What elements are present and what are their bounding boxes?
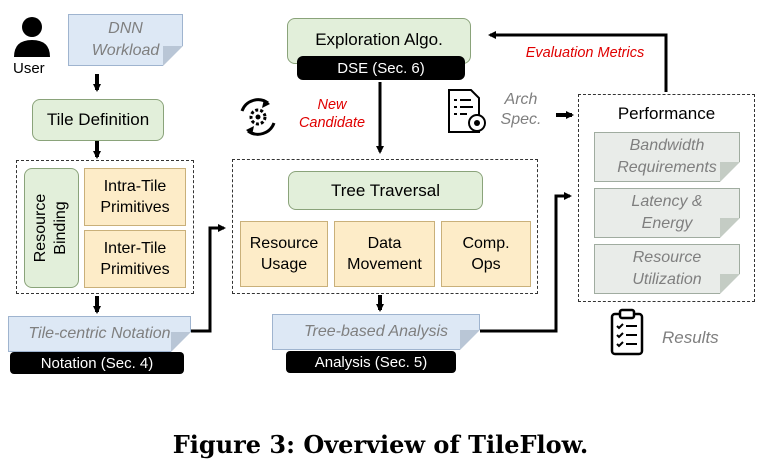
notation-section-badge: Notation (Sec. 4) bbox=[10, 352, 184, 374]
utilization-doc: Resource Utilization bbox=[594, 244, 740, 294]
analysis-section-badge: Analysis (Sec. 5) bbox=[286, 351, 456, 373]
new-candidate-label: New Candidate bbox=[298, 97, 366, 131]
resource-binding-box: Resource Binding bbox=[24, 168, 79, 288]
arrow-performance-to-exploration bbox=[488, 31, 668, 92]
results-label: Results bbox=[662, 328, 719, 347]
figure-caption: Figure 3: Overview of TileFlow. bbox=[172, 430, 589, 459]
user-label: User bbox=[13, 60, 45, 77]
exploration-algo-label: Exploration Algo. bbox=[315, 30, 443, 49]
tile-centric-notation-doc: Tile-centric Notation bbox=[8, 316, 191, 352]
utilization-label: Resource Utilization bbox=[632, 249, 702, 288]
dnn-workload-doc: DNN Workload bbox=[68, 14, 183, 66]
tile-centric-notation-label: Tile-centric Notation bbox=[28, 325, 171, 342]
arch-spec-label: Arch Spec. bbox=[500, 91, 542, 128]
inter-tile-box: Inter-Tile Primitives bbox=[84, 230, 186, 288]
intra-tile-label: Intra-Tile Primitives bbox=[100, 178, 170, 216]
bandwidth-doc: Bandwidth Requirements bbox=[594, 132, 740, 182]
tree-based-analysis-label: Tree-based Analysis bbox=[303, 323, 449, 340]
data-movement-box: Data Movement bbox=[334, 221, 435, 287]
intra-tile-box: Intra-Tile Primitives bbox=[84, 168, 186, 226]
analysis-group bbox=[232, 159, 538, 294]
notation-group bbox=[16, 160, 194, 294]
user-icon bbox=[14, 17, 50, 57]
dnn-workload-label: DNN Workload bbox=[91, 20, 160, 59]
performance-title: Performance bbox=[617, 104, 716, 123]
comp-ops-label: Comp. Ops bbox=[462, 235, 510, 273]
analysis-section-label: Analysis (Sec. 5) bbox=[314, 353, 428, 371]
tree-traversal-label: Tree Traversal bbox=[331, 180, 440, 200]
tile-definition-box: Tile Definition bbox=[32, 99, 164, 141]
gear-cycle-icon bbox=[240, 98, 276, 136]
resource-usage-box: Resource Usage bbox=[240, 221, 328, 287]
data-movement-label: Data Movement bbox=[347, 235, 422, 273]
comp-ops-box: Comp. Ops bbox=[441, 221, 531, 287]
evaluation-metrics-label: Evaluation Metrics bbox=[525, 45, 645, 61]
notation-section-label: Notation (Sec. 4) bbox=[40, 354, 154, 372]
tree-based-analysis-doc: Tree-based Analysis bbox=[272, 314, 480, 350]
resource-binding-label: Resource Binding bbox=[32, 193, 70, 263]
spec-document-icon bbox=[448, 89, 486, 133]
arrow-analysis-to-performance bbox=[480, 192, 572, 333]
dse-section-badge: DSE (Sec. 6) bbox=[297, 56, 465, 80]
arrow-notation-to-analysis bbox=[191, 224, 226, 333]
bandwidth-label: Bandwidth Requirements bbox=[617, 137, 717, 176]
latency-doc: Latency & Energy bbox=[594, 188, 740, 238]
resource-usage-label: Resource Usage bbox=[249, 235, 319, 273]
performance-group bbox=[578, 94, 755, 302]
tree-traversal-box: Tree Traversal bbox=[288, 171, 483, 210]
clipboard-icon bbox=[610, 308, 644, 356]
latency-label: Latency & Energy bbox=[631, 193, 703, 232]
dse-section-label: DSE (Sec. 6) bbox=[337, 59, 425, 77]
tile-definition-label: Tile Definition bbox=[46, 110, 150, 129]
inter-tile-label: Inter-Tile Primitives bbox=[100, 240, 170, 278]
